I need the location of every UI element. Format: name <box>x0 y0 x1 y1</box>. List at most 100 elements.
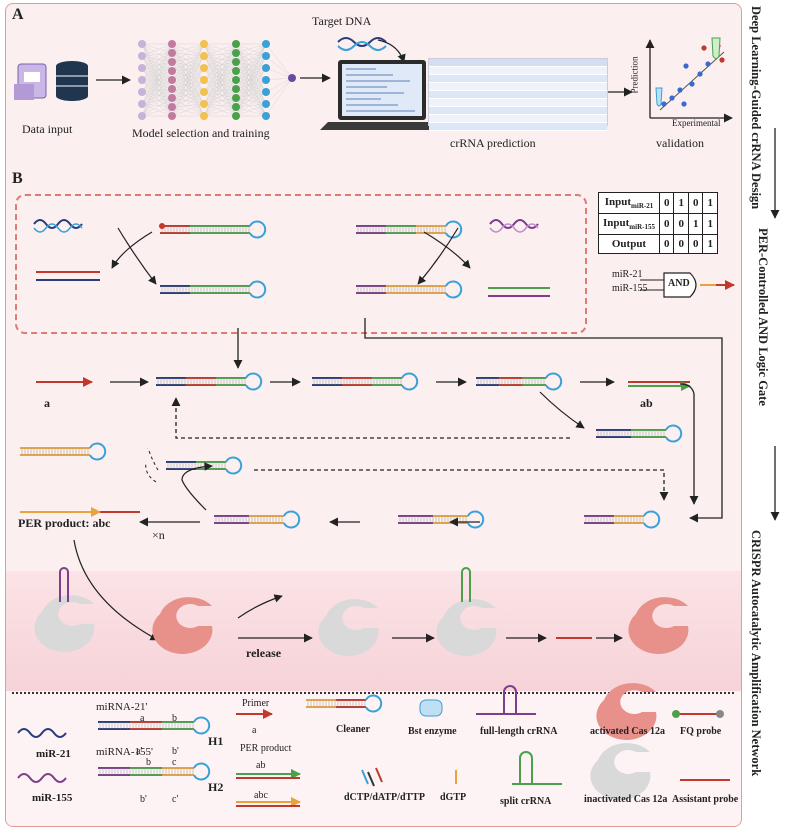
legend-mirna155p: miRNA-155' <box>96 746 153 758</box>
network-node <box>262 52 270 60</box>
network-node <box>200 100 208 108</box>
network-node <box>168 103 176 111</box>
and-gate <box>640 272 735 298</box>
sidebar-stage-3: CRISPR Autocatalytic Amplification Netwo… <box>749 530 763 777</box>
network-node <box>138 76 146 84</box>
sidebar-stage-2: PER-Controlled AND Logic Gate <box>756 228 770 406</box>
data-input-icon <box>14 61 88 101</box>
legend-primer: Primer <box>242 698 270 709</box>
network-node <box>232 58 240 66</box>
legend-inactive-cas: inactivated Cas 12a <box>584 794 668 805</box>
prediction-table-row <box>429 67 607 75</box>
network-node <box>168 85 176 93</box>
laptop-icon <box>320 60 444 130</box>
legend-dntp: dCTP/dATP/dTTP <box>344 792 425 803</box>
dna-hairpin <box>398 510 485 529</box>
scatter-point <box>719 57 725 63</box>
legend-bst: Bst enzyme <box>408 726 457 737</box>
inactive-cas-protein <box>318 599 379 656</box>
legend-mir155-icon <box>17 773 67 783</box>
model-label: Model selection and training <box>132 126 270 140</box>
truth-cell: 1 <box>702 234 718 255</box>
network-node <box>200 64 208 72</box>
dna-hairpin <box>20 442 107 461</box>
dna-hairpin <box>476 372 563 391</box>
network-node <box>200 52 208 60</box>
dna-hairpin <box>160 280 267 299</box>
legend-crrna-icon <box>476 685 536 715</box>
network-node <box>232 94 240 102</box>
scatter-point <box>683 63 689 69</box>
network-node <box>262 88 270 96</box>
sidebar-stage-1: Deep Learning-Guided crRNA Design <box>749 6 763 210</box>
network-node <box>232 103 240 111</box>
domain-b2: b <box>146 757 151 768</box>
network-node <box>138 52 146 60</box>
dna-hairpin <box>166 456 243 475</box>
dna-hairpin <box>98 762 211 781</box>
network-node <box>262 112 270 120</box>
truth-cell: 1 <box>702 191 718 215</box>
prediction-table-row <box>429 107 607 115</box>
axis-y-label: Prediction <box>629 56 640 94</box>
axis-x-label: Experimental <box>672 118 721 128</box>
gate-label: AND <box>668 278 690 289</box>
crrna-prediction-label: crRNA prediction <box>450 136 536 150</box>
scatter-point <box>697 71 703 77</box>
truth-row-label: Output <box>598 234 660 255</box>
validation-label: validation <box>656 136 704 150</box>
scatter-point <box>677 87 683 93</box>
neural-network-icon <box>138 40 296 120</box>
scatter-point <box>661 101 667 107</box>
dna-hairpin <box>584 510 661 529</box>
target-dna-label: Target DNA <box>312 14 372 28</box>
legend-mirna21p: miRNA-21' <box>96 701 148 713</box>
validation-plot <box>645 37 733 123</box>
domain-b: b <box>172 713 177 724</box>
truth-row-label: InputmiR-21 <box>598 191 660 215</box>
prediction-table-row <box>429 123 607 131</box>
scatter-point <box>705 61 711 67</box>
truth-cell: 0 <box>673 213 689 236</box>
legend-per-product: PER product <box>240 743 292 754</box>
legend-mir21-icon <box>17 728 67 738</box>
truth-cell: 0 <box>687 191 704 215</box>
prediction-table <box>428 58 608 131</box>
legend-inactive-cas-icon <box>590 743 651 800</box>
inactive-cas-protein <box>436 599 497 656</box>
data-input-label: Data input <box>22 122 73 136</box>
domain-a: a <box>140 713 145 724</box>
truth-cell: 0 <box>673 234 689 255</box>
network-node <box>168 58 176 66</box>
legend-divider <box>12 692 734 694</box>
network-node <box>200 88 208 96</box>
prediction-table-row <box>429 99 607 107</box>
section-a-label: A <box>12 6 24 23</box>
legend-full-crrna: full-length crRNA <box>480 726 558 737</box>
prediction-table-row <box>429 83 607 91</box>
dna-hairpin <box>306 694 383 713</box>
legend-mir21: miR-21 <box>36 748 71 760</box>
truth-cell: 1 <box>673 191 689 215</box>
prediction-table-row <box>429 59 607 67</box>
truth-cell: 0 <box>658 234 675 255</box>
network-node <box>200 76 208 84</box>
legend-mir155: miR-155 <box>32 792 73 804</box>
legend-bst-icon <box>419 699 443 717</box>
mir155-strand <box>489 219 539 233</box>
network-node <box>168 76 176 84</box>
legend-assistant: Assistant probe <box>672 794 739 805</box>
truth-cell: 0 <box>687 234 704 255</box>
network-node <box>262 40 270 48</box>
truth-cell: 0 <box>658 191 675 215</box>
network-node <box>138 40 146 48</box>
dna-hairpin <box>214 510 301 529</box>
legend-dgtp: dGTP <box>440 792 467 803</box>
network-output-node <box>288 74 296 82</box>
domain-b-prime2: b' <box>140 794 147 805</box>
network-node <box>262 64 270 72</box>
legend-active-cas-icon <box>596 683 657 740</box>
figure-panel <box>5 3 742 827</box>
